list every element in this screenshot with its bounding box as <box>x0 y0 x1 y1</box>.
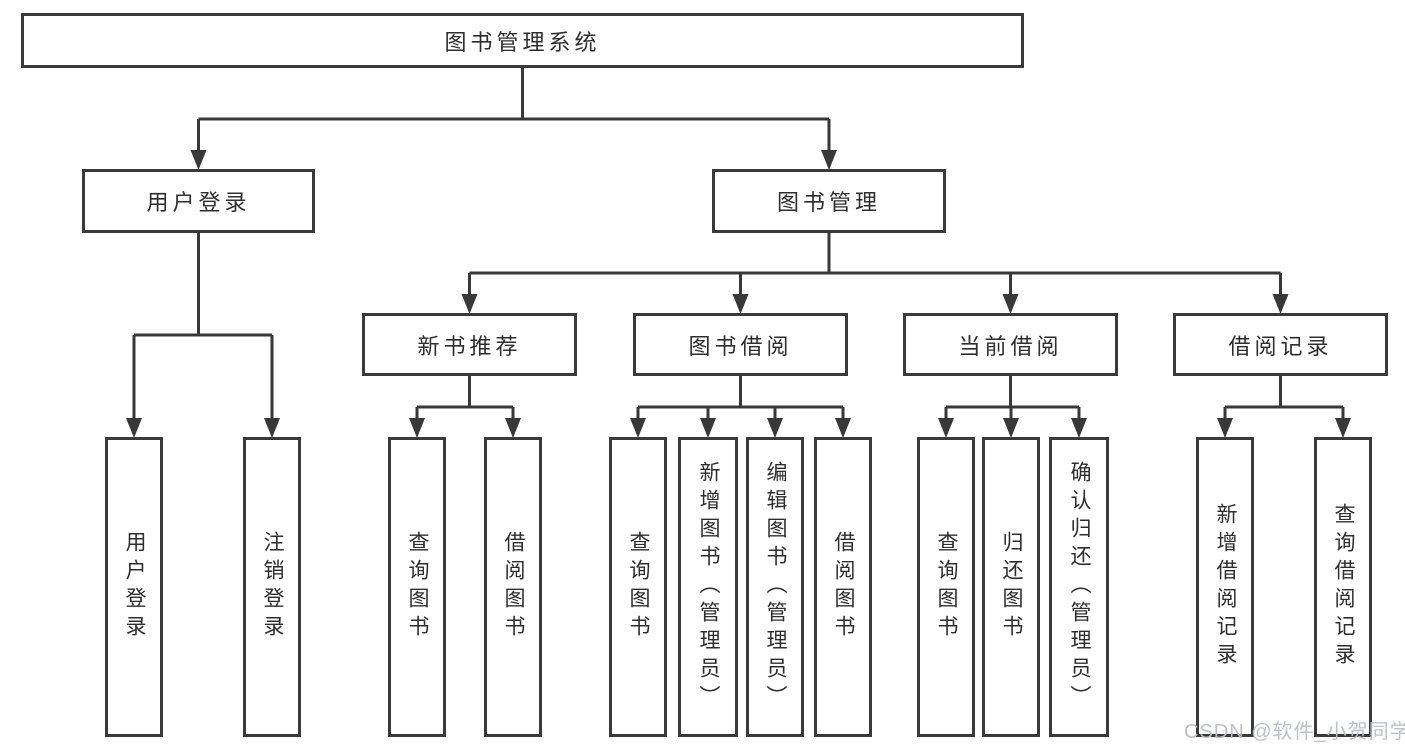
arrowhead-icon <box>1003 418 1019 438</box>
node-library-management-system: 图书管理系统 <box>21 13 1024 68</box>
arrowhead-icon <box>938 418 954 438</box>
leaf-current-confirm-return-admin: 确认归还（管理员） <box>1049 437 1109 737</box>
arrowhead-icon <box>630 418 646 438</box>
leaf-user-login: 用户登录 <box>105 437 163 737</box>
node-current-borrowing: 当前借阅 <box>903 313 1118 376</box>
leaf-logout: 注销登录 <box>243 437 301 737</box>
node-book-management: 图书管理 <box>712 169 946 233</box>
node-user-login: 用户登录 <box>82 169 315 233</box>
leaf-borrowing-query-book: 查询图书 <box>609 437 667 737</box>
leaf-record-add-borrow-record: 新增借阅记录 <box>1196 437 1254 737</box>
node-book-borrowing: 图书借阅 <box>633 313 848 376</box>
arrowhead-icon <box>190 150 207 170</box>
arrowhead-icon <box>409 418 425 438</box>
arrowhead-icon <box>126 418 142 438</box>
leaf-current-query-book: 查询图书 <box>917 437 975 737</box>
arrowhead-icon <box>732 294 749 314</box>
leaf-current-return-book: 归还图书 <box>982 437 1040 737</box>
connector-path <box>132 66 1345 422</box>
arrowhead-icon <box>1071 418 1087 438</box>
arrowhead-icon <box>1335 418 1351 438</box>
leaf-borrowing-borrow-book: 借阅图书 <box>814 437 872 737</box>
node-borrowing-records: 借阅记录 <box>1173 313 1388 376</box>
arrowhead-icon <box>264 418 280 438</box>
leaf-newbook-query-book: 查询图书 <box>388 437 446 737</box>
arrowhead-icon <box>505 418 521 438</box>
arrowhead-icon <box>700 418 716 438</box>
arrowhead-icon <box>767 418 783 438</box>
leaf-borrowing-add-book-admin: 新增图书（管理员） <box>678 437 738 737</box>
arrowhead-icon <box>835 418 851 438</box>
leaf-record-query-borrow-record: 查询借阅记录 <box>1314 437 1372 737</box>
leaf-borrowing-edit-book-admin: 编辑图书（管理员） <box>746 437 804 737</box>
watermark: CSDN @软件_小贺同学 <box>1184 721 1405 743</box>
arrowhead-icon <box>1002 294 1019 314</box>
node-new-book-recommendation: 新书推荐 <box>362 313 577 376</box>
arrowhead-icon <box>1217 418 1233 438</box>
leaf-newbook-borrow-book: 借阅图书 <box>484 437 542 737</box>
arrowhead-icon <box>461 294 478 314</box>
arrowhead-icon <box>821 150 837 170</box>
arrowhead-icon <box>1272 294 1289 314</box>
